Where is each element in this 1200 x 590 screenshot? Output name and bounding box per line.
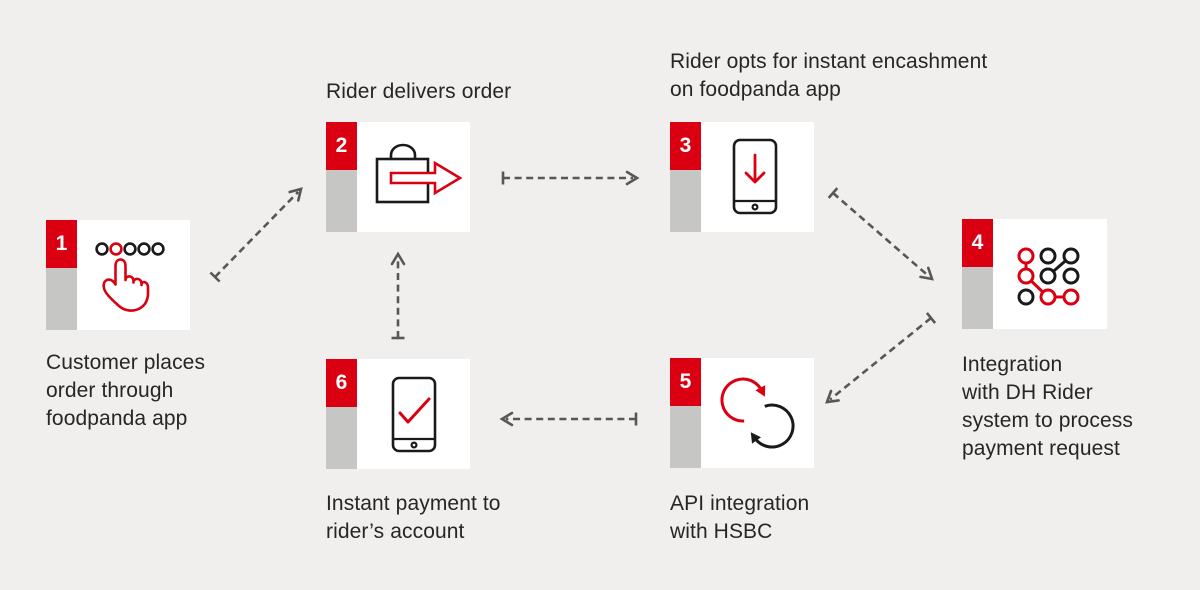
- step-6-label: Instant payment to rider’s account: [326, 492, 501, 543]
- step-1-tab-gray: [46, 268, 77, 330]
- step-6-number-badge: 6: [326, 359, 357, 407]
- step-6-tab: 6: [326, 359, 357, 469]
- step-2-number-badge: 2: [326, 122, 357, 170]
- step-5-tab: 5: [670, 358, 701, 468]
- phone-download-icon: [701, 122, 814, 232]
- step-3-number: 3: [679, 134, 692, 157]
- delivery-bag-arrow-icon: [357, 122, 470, 232]
- connector-2-3: [501, 170, 640, 186]
- step-6-number: 6: [335, 371, 348, 394]
- step-card-1: 1: [46, 220, 190, 330]
- step-4-number: 4: [971, 231, 984, 254]
- step-card-5: 5: [670, 358, 814, 468]
- step-6-tab-gray: [326, 407, 357, 469]
- step-1-number: 1: [55, 232, 68, 255]
- step-4-number-badge: 4: [962, 219, 993, 267]
- step-2-number: 2: [335, 134, 348, 157]
- step-2-label: Rider delivers order: [326, 80, 512, 103]
- step-card-2: 2: [326, 122, 470, 232]
- step-4-tab: 4: [962, 219, 993, 329]
- step-card-6: 6: [326, 359, 470, 469]
- step-3-label: Rider opts for instant encashment on foo…: [670, 50, 988, 101]
- step-card-3: 3: [670, 122, 814, 232]
- sync-arrows-icon: [701, 358, 814, 468]
- step-4-label: Integration with DH Rider system to proc…: [962, 353, 1133, 460]
- step-3-number-badge: 3: [670, 122, 701, 170]
- network-nodes-icon: [993, 219, 1107, 329]
- step-5-number-badge: 5: [670, 358, 701, 406]
- step-5-label: API integration with HSBC: [670, 492, 810, 543]
- step-1-label: Customer places order through foodpanda …: [46, 351, 206, 430]
- tap-gesture-icon: [77, 220, 190, 330]
- step-1-number-badge: 1: [46, 220, 77, 268]
- step-2-tab: 2: [326, 122, 357, 232]
- connector-5-6: [499, 411, 638, 427]
- step-5-number: 5: [679, 370, 692, 393]
- step-1-tab: 1: [46, 220, 77, 330]
- step-3-tab: 3: [670, 122, 701, 232]
- step-4-tab-gray: [962, 267, 993, 329]
- connector-3-4: [827, 187, 934, 281]
- step-5-tab-gray: [670, 406, 701, 468]
- connector-4-5: [825, 312, 937, 404]
- phone-check-icon: [357, 359, 470, 469]
- connector-6-2: [390, 251, 406, 340]
- step-3-tab-gray: [670, 170, 701, 232]
- step-card-4: 4: [962, 219, 1107, 329]
- step-2-tab-gray: [326, 170, 357, 232]
- connector-1-2: [209, 187, 303, 283]
